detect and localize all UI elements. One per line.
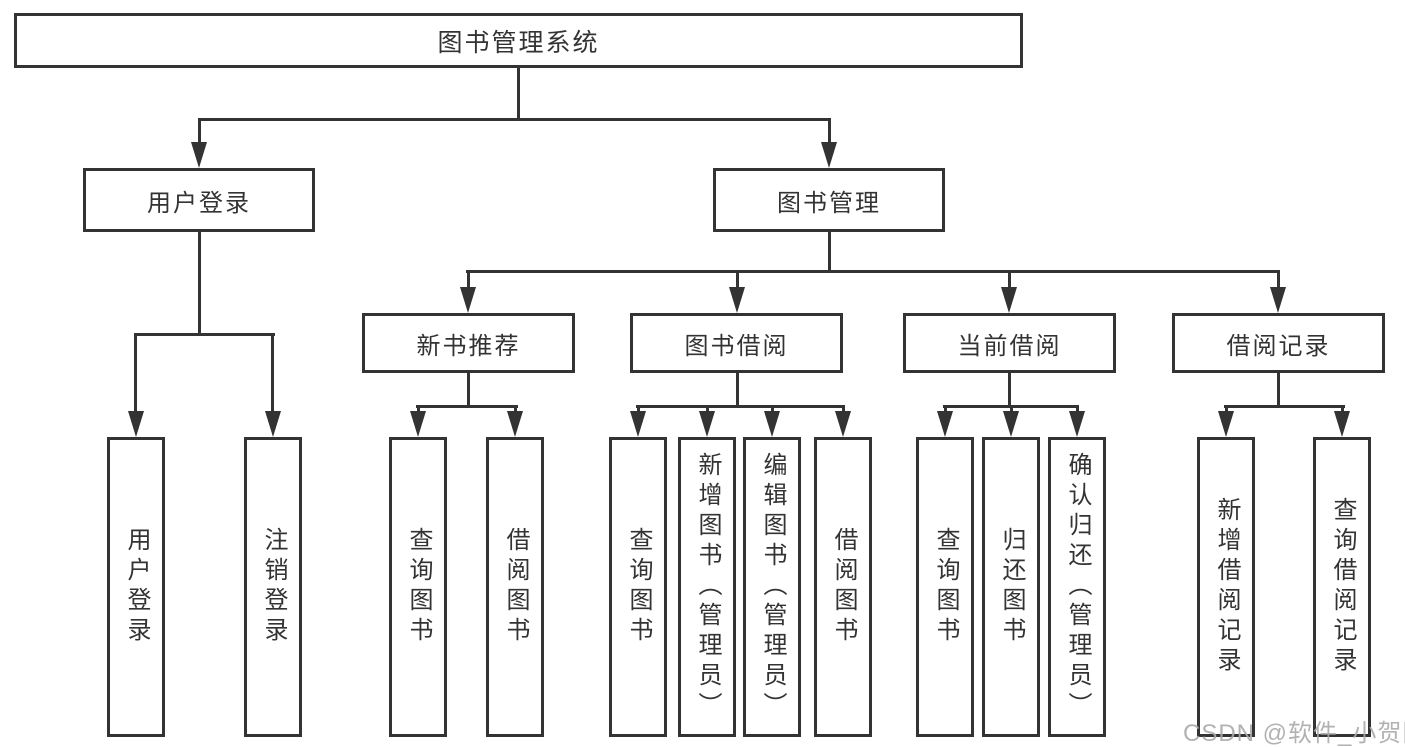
arrowhead-leaf-user-login (128, 411, 144, 437)
node-book-management-label: 图书管理 (777, 189, 881, 217)
leaf-return-book-label: 归还图书 (998, 527, 1025, 647)
arrowhead-add-record (1218, 411, 1234, 437)
arrowhead-borrow-records (1270, 287, 1286, 313)
node-book-borrowing-label: 图书借阅 (684, 332, 789, 360)
connector-drop-borrowing-query (637, 405, 640, 413)
connector-drop-add-record (1225, 405, 1228, 413)
arrowhead-new-book-recommend (460, 287, 476, 313)
leaf-recommend-borrow-books: 借阅图书 (486, 437, 544, 737)
connector-user-login-stem (198, 232, 201, 336)
connector-drop-confirm-return (1076, 405, 1079, 413)
leaf-edit-book-admin: 编辑图书（管理员） (743, 437, 801, 737)
connector-records-stem (1277, 373, 1280, 407)
node-current-borrowing-label: 当前借阅 (957, 332, 1062, 360)
node-new-book-recommend-label: 新书推荐 (416, 332, 521, 360)
leaf-current-query-books: 查询图书 (916, 437, 974, 737)
arrowhead-edit-book (764, 411, 780, 437)
connector-drop-edit-book (771, 405, 774, 413)
leaf-recommend-borrow-books-label: 借阅图书 (502, 527, 529, 647)
arrowhead-return-book (1003, 411, 1019, 437)
leaf-edit-book-admin-label: 编辑图书（管理员） (759, 452, 786, 722)
leaf-add-book-admin-label: 新增图书（管理员） (694, 452, 721, 722)
node-borrow-records-label: 借阅记录 (1226, 332, 1331, 360)
arrowhead-add-book (699, 411, 715, 437)
leaf-add-borrow-record: 新增借阅记录 (1197, 437, 1255, 737)
leaf-query-borrow-record-label: 查询借阅记录 (1329, 497, 1356, 677)
node-root-label: 图书管理系统 (437, 28, 600, 57)
leaf-user-login-label: 用户登录 (123, 527, 150, 647)
connector-drop-current-query (944, 405, 947, 413)
leaf-query-borrow-record: 查询借阅记录 (1313, 437, 1371, 737)
connector-drop-book-borrowing (736, 270, 739, 289)
connector-group1-hline (134, 333, 275, 336)
connector-book-management-stem (828, 232, 831, 272)
node-user-login: 用户登录 (83, 168, 315, 232)
leaf-user-login: 用户登录 (107, 437, 165, 737)
arrowhead-current-borrowing (1001, 287, 1017, 313)
connector-drop-leaf-logout (271, 333, 274, 411)
leaf-add-book-admin: 新增图书（管理员） (678, 437, 736, 737)
csdn-watermark: CSDN @软件_小贺同学 (1183, 720, 1405, 747)
connector-drop-recommend-query (417, 405, 420, 413)
connector-group3-hline (636, 405, 845, 408)
arrowhead-borrow-books (835, 411, 851, 437)
leaf-logout: 注销登录 (244, 437, 302, 737)
leaf-add-borrow-record-label: 新增借阅记录 (1213, 497, 1240, 677)
leaf-borrow-books: 借阅图书 (814, 437, 872, 737)
arrowhead-book-borrowing (729, 287, 745, 313)
leaf-borrowing-query-books: 查询图书 (609, 437, 667, 737)
arrowhead-query-record (1334, 411, 1350, 437)
connector-level3-hline (466, 270, 1280, 273)
connector-drop-user-login (198, 118, 201, 144)
leaf-recommend-query-books: 查询图书 (389, 437, 447, 737)
arrowhead-confirm-return (1069, 411, 1085, 437)
node-root: 图书管理系统 (14, 13, 1023, 68)
connector-root-stem (517, 68, 520, 119)
connector-drop-leaf-user-login (134, 333, 137, 411)
leaf-confirm-return-admin: 确认归还（管理员） (1048, 437, 1106, 737)
node-current-borrowing: 当前借阅 (903, 313, 1116, 373)
connector-drop-book-management (828, 118, 831, 144)
node-book-borrowing: 图书借阅 (630, 313, 843, 373)
connector-drop-add-book (706, 405, 709, 413)
connector-drop-new-book-recommend (467, 270, 470, 289)
connector-drop-query-record (1341, 405, 1344, 413)
arrowhead-current-query (937, 411, 953, 437)
arrowhead-book-management (821, 142, 837, 168)
arrowhead-recommend-query (410, 411, 426, 437)
leaf-return-book: 归还图书 (982, 437, 1040, 737)
leaf-borrowing-query-books-label: 查询图书 (625, 527, 652, 647)
leaf-logout-label: 注销登录 (260, 527, 287, 647)
connector-level2-hline (198, 118, 831, 121)
leaf-confirm-return-admin-label: 确认归还（管理员） (1064, 452, 1091, 722)
node-book-management: 图书管理 (713, 168, 945, 232)
node-borrow-records: 借阅记录 (1172, 313, 1385, 373)
connector-drop-borrow-records (1277, 270, 1280, 289)
leaf-current-query-books-label: 查询图书 (932, 527, 959, 647)
node-user-login-label: 用户登录 (147, 189, 251, 217)
connector-drop-recommend-borrow (514, 405, 517, 413)
leaf-borrow-books-label: 借阅图书 (830, 527, 857, 647)
arrowhead-user-login (191, 142, 207, 168)
arrowhead-recommend-borrow (507, 411, 523, 437)
leaf-recommend-query-books-label: 查询图书 (405, 527, 432, 647)
connector-drop-current-borrowing (1008, 270, 1011, 289)
arrowhead-leaf-logout (265, 411, 281, 437)
connector-drop-return-book (1010, 405, 1013, 413)
connector-group2-hline (416, 405, 518, 408)
connector-borrowing-stem (736, 373, 739, 407)
connector-group5-hline (1224, 405, 1345, 408)
connector-recommend-stem (467, 373, 470, 407)
connector-current-stem (1008, 373, 1011, 407)
node-new-book-recommend: 新书推荐 (362, 313, 575, 373)
arrowhead-borrowing-query (630, 411, 646, 437)
connector-drop-borrow-books (842, 405, 845, 413)
